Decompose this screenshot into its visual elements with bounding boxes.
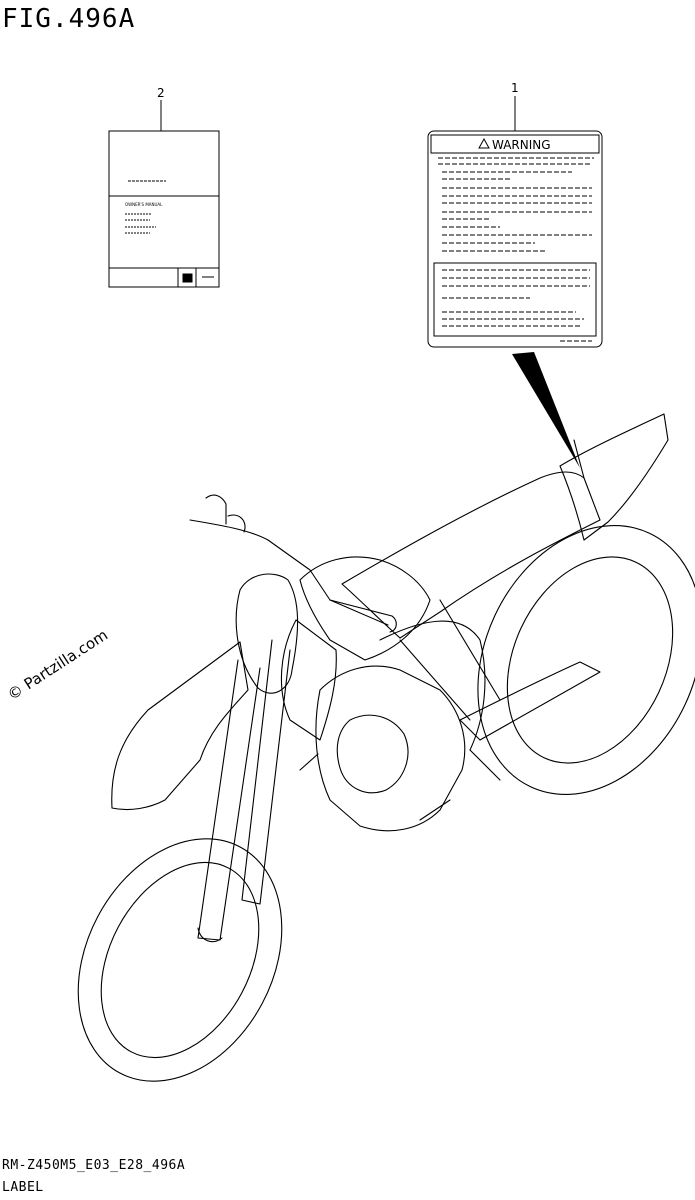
swingarm	[459, 661, 601, 741]
warning-label-sticker[interactable]: WARNING	[427, 130, 603, 348]
front-fender	[111, 641, 249, 811]
front-fork	[197, 659, 261, 941]
owners-manual-booklet[interactable]: OWNER'S MANUAL	[108, 130, 220, 288]
manufacturer-logo-icon	[182, 273, 193, 283]
figure-title: FIG.496A	[2, 4, 136, 34]
rear-fender	[559, 413, 669, 541]
callout-2[interactable]: 2	[157, 86, 165, 131]
callout-2-number: 2	[157, 86, 165, 100]
fuel-tank	[299, 556, 431, 661]
front-wheel	[77, 838, 283, 1082]
number-plate	[235, 573, 299, 694]
warning-triangle-icon	[478, 137, 490, 149]
callout-1-number: 1	[511, 81, 519, 95]
seat	[341, 471, 601, 639]
model-code: RM-Z450M5_E03_E28_496A	[2, 1158, 186, 1173]
rear-wheel	[477, 525, 695, 795]
owners-manual-cover-text: OWNER'S MANUAL	[125, 202, 163, 207]
handlebar	[189, 519, 389, 626]
callout-1[interactable]: 1	[511, 81, 519, 131]
warning-label-heading: WARNING	[492, 138, 551, 152]
engine	[315, 665, 466, 832]
section-label: LABEL	[2, 1180, 44, 1195]
radiator-shroud	[280, 619, 337, 741]
exhaust-pipe	[379, 620, 486, 751]
motorcycle-outline	[77, 413, 695, 1082]
label-location-pointer	[512, 352, 580, 468]
